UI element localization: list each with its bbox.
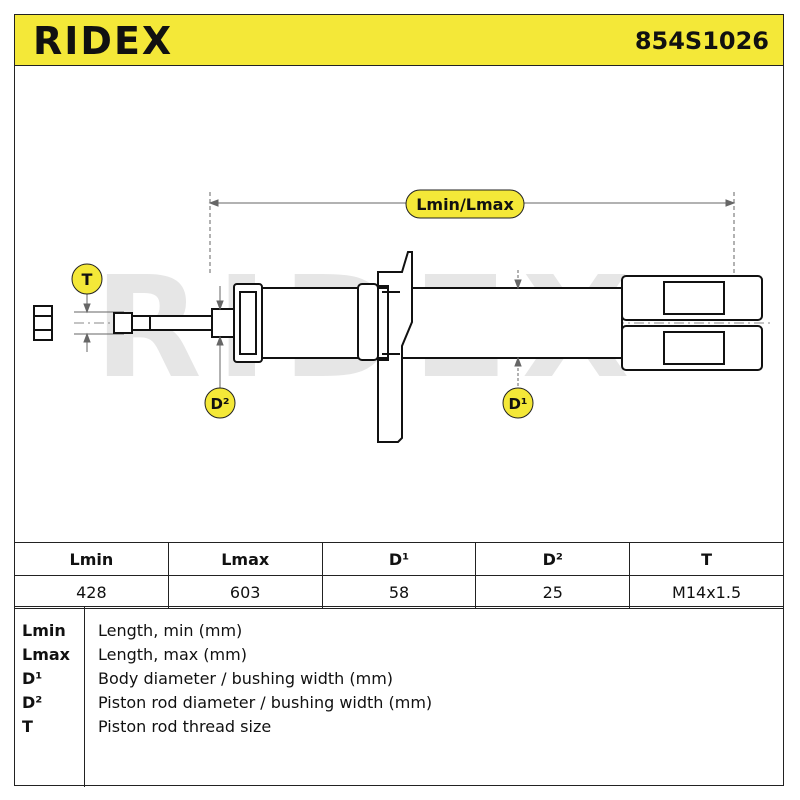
table-header-t: T — [629, 542, 784, 576]
body-diameter-label: D¹ — [502, 387, 534, 419]
part-number: 854S1026 — [634, 27, 769, 55]
header-bar: RIDEX 854S1026 — [14, 14, 784, 66]
legend-key: Lmax — [22, 645, 70, 664]
legend-item: Lmax Length, max (mm) — [14, 643, 784, 667]
shock-body — [261, 287, 623, 359]
length-label-text: Lmin/Lmax — [416, 195, 514, 214]
brand-logo: RIDEX — [33, 19, 174, 63]
table-header-d2: D² — [475, 542, 631, 576]
legend-description: Length, max (mm) — [98, 645, 247, 664]
top-mount — [233, 283, 263, 363]
legend-item: D² Piston rod diameter / bushing width (… — [14, 691, 784, 715]
thread-label-text: T — [82, 270, 93, 289]
table-cell-d2: 25 — [475, 575, 631, 609]
bottom-mount — [621, 275, 763, 371]
table-cell-lmin: 428 — [14, 575, 169, 609]
rod-diameter-label-text: D² — [210, 395, 229, 413]
rod-diameter-label: D² — [204, 387, 236, 419]
spring-seat — [357, 251, 413, 443]
table-header-d1: D¹ — [321, 542, 477, 576]
legend-key: Lmin — [22, 621, 66, 640]
table-header-row: Lmin Lmax D¹ D² T — [14, 542, 784, 576]
table-cell-lmax: 603 — [167, 575, 323, 609]
table-cell-t: M14x1.5 — [629, 575, 784, 609]
body-diameter-dimension — [514, 270, 522, 388]
legend-description: Length, min (mm) — [98, 621, 243, 640]
table-row: 428 603 58 25 M14x1.5 — [14, 575, 784, 609]
length-label: Lmin/Lmax — [405, 189, 525, 219]
rod-diameter-dimension — [216, 286, 224, 388]
legend-divider — [84, 607, 85, 787]
legend-description: Piston rod thread size — [98, 717, 272, 736]
legend-key: D² — [22, 693, 43, 712]
table-header-lmax: Lmax — [167, 542, 323, 576]
dimensions-table: Lmin Lmax D¹ D² T 428 603 58 25 M14x1.5 — [14, 542, 784, 609]
legend-item: Lmin Length, min (mm) — [14, 619, 784, 643]
legend-key: D¹ — [22, 669, 43, 688]
shock-absorber-drawing: RIDEX Lmin/Lmax T — [33, 189, 774, 443]
body-diameter-label-text: D¹ — [508, 395, 527, 413]
legend-item: T Piston rod thread size — [14, 715, 784, 739]
table-header-lmin: Lmin — [14, 542, 169, 576]
thread-dimension — [74, 294, 124, 352]
legend-key: T — [22, 717, 33, 736]
legend-description: Piston rod diameter / bushing width (mm) — [98, 693, 433, 712]
nut — [33, 305, 53, 341]
legend-item: D¹ Body diameter / bushing width (mm) — [14, 667, 784, 691]
thread-label: T — [71, 263, 103, 295]
legend: Lmin Length, min (mm) Lmax Length, max (… — [14, 606, 784, 787]
legend-description: Body diameter / bushing width (mm) — [98, 669, 394, 688]
table-cell-d1: 58 — [321, 575, 477, 609]
